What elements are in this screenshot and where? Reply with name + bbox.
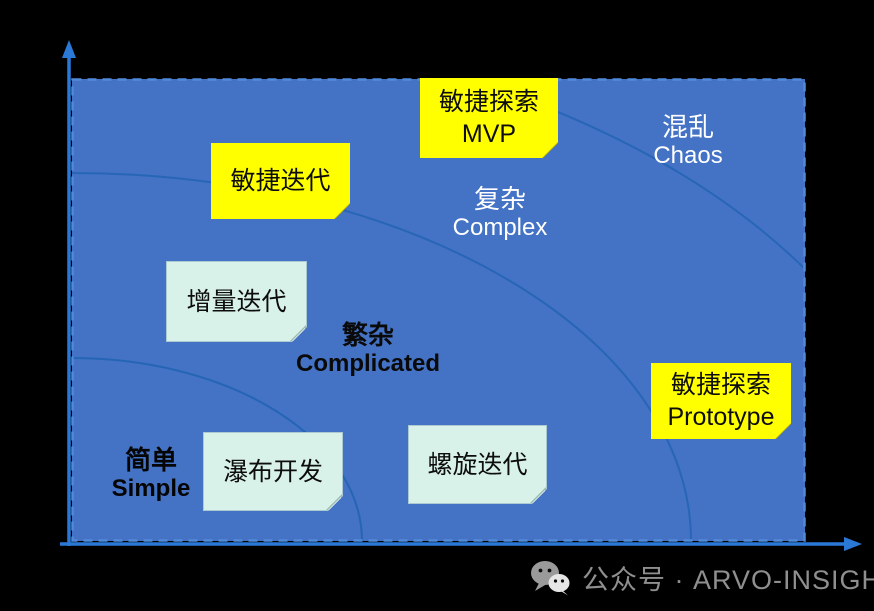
- note-line: 瀑布开发: [222, 457, 323, 486]
- wechat-icon: [531, 560, 570, 595]
- note-line: 敏捷探索: [438, 88, 539, 116]
- sticky-note-agile-iteration[interactable]: 敏捷迭代: [211, 143, 350, 219]
- footer-label: 公众号 · ARVO-INSIGHT: [582, 565, 874, 595]
- footer-branding: 公众号 · ARVO-INSIGHT: [530, 558, 874, 597]
- sticky-note-spiral-iteration[interactable]: 螺旋迭代: [408, 425, 547, 504]
- sticky-note-incremental-iteration[interactable]: 增量迭代: [166, 261, 307, 342]
- note-line: MVP: [461, 120, 517, 148]
- note-line: 敏捷迭代: [230, 167, 331, 195]
- note-line: 螺旋迭代: [427, 450, 528, 479]
- sticky-note-waterfall[interactable]: 瀑布开发: [203, 432, 343, 511]
- note-line: Prototype: [667, 403, 775, 431]
- x-axis-arrow-icon: [844, 537, 862, 551]
- note-line: 敏捷探索: [670, 371, 771, 399]
- note-line: 增量迭代: [186, 287, 287, 316]
- sticky-note-prototype[interactable]: 敏捷探索 Prototype: [651, 363, 791, 439]
- y-axis-arrow-icon: [62, 40, 76, 58]
- sticky-note-mvp[interactable]: 敏捷探索 MVP: [420, 78, 558, 158]
